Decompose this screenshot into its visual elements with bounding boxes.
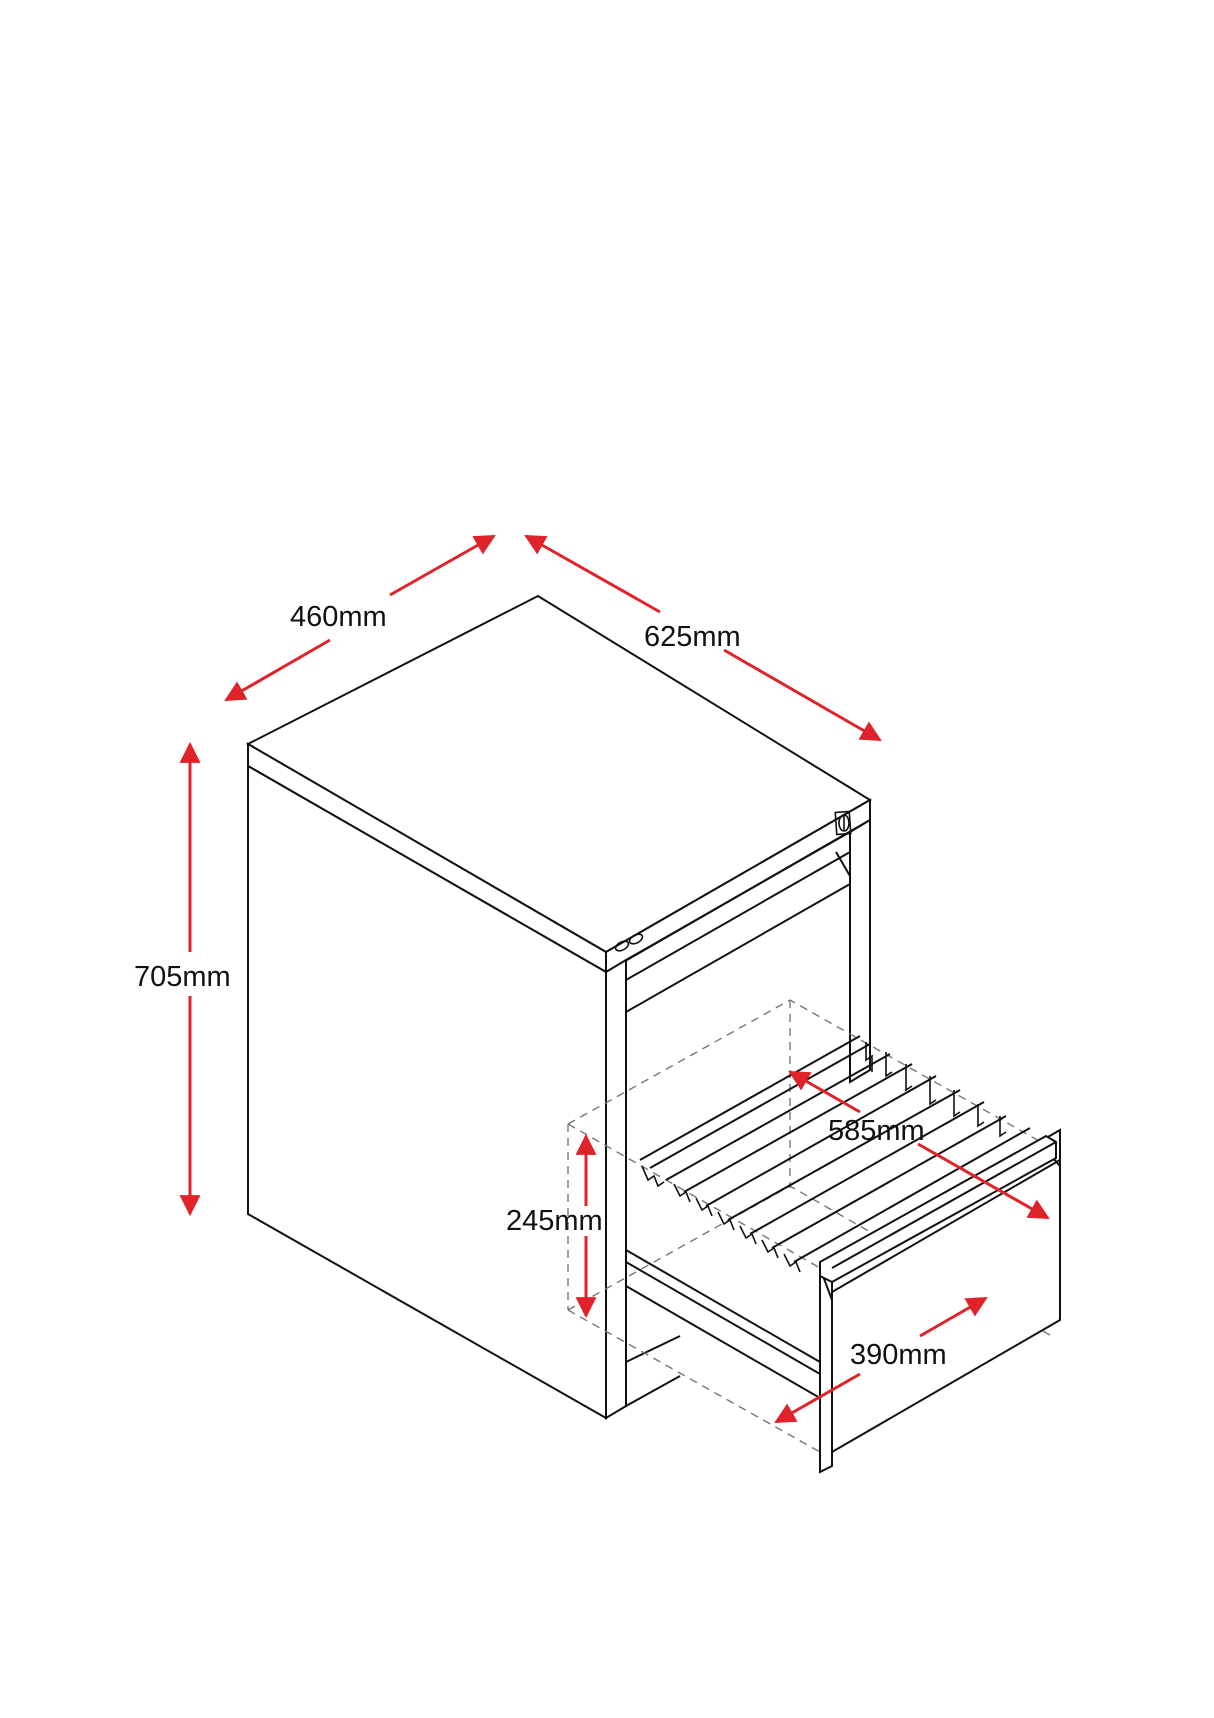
dimension-drawer-depth: 585mm <box>788 1070 1050 1220</box>
drawer-width-label: 390mm <box>850 1339 947 1371</box>
cabinet-front-stile-right <box>849 818 871 1084</box>
key-slot-icon <box>614 933 644 952</box>
dimension-height: 705mm <box>134 741 231 1217</box>
dimension-drawer-width: 390mm <box>774 1296 988 1424</box>
cabinet-front-stile-left <box>605 958 627 1420</box>
file-rails <box>639 1035 1031 1273</box>
drawer-height-label: 245mm <box>506 1205 603 1237</box>
width-label: 460mm <box>290 601 387 633</box>
depth-label: 625mm <box>644 621 741 653</box>
drawer-depth-label: 585mm <box>828 1115 925 1147</box>
dimension-drawer-height: 245mm <box>506 1133 603 1319</box>
cabinet-body <box>245 594 872 1420</box>
lock-icon <box>834 810 852 836</box>
open-drawer <box>567 999 1061 1474</box>
height-label: 705mm <box>134 961 231 993</box>
dimension-width: 460mm <box>224 534 496 702</box>
dimension-depth: 625mm <box>524 534 882 742</box>
